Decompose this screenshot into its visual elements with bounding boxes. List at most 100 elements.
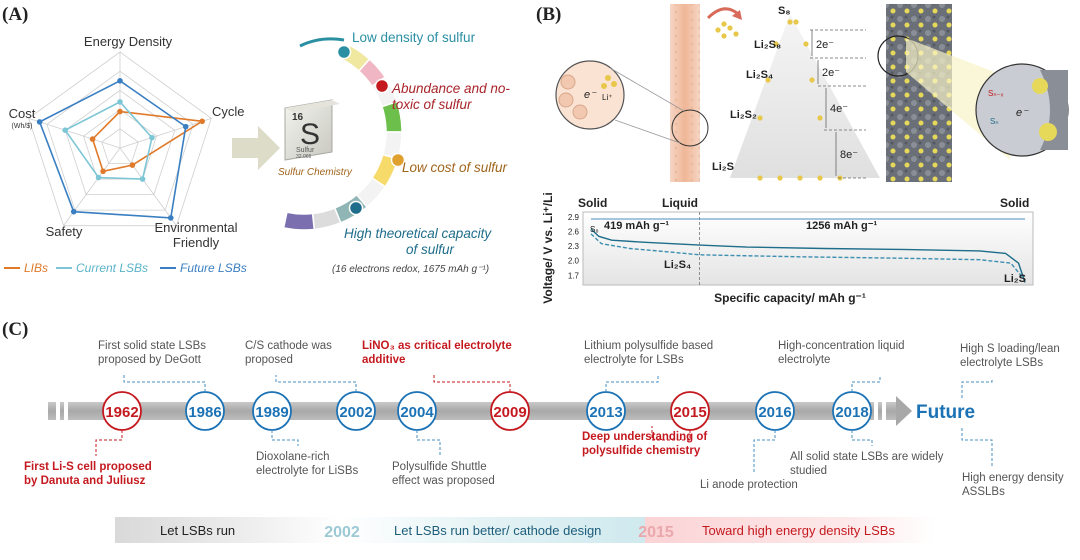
particle xyxy=(605,75,611,81)
particle xyxy=(560,74,576,90)
timeline-event-line: proposed xyxy=(245,354,293,366)
panel-label-b: (B) xyxy=(536,4,561,25)
timeline-year-2018: 2018 xyxy=(835,404,868,421)
voltage-curve-0 xyxy=(590,228,1026,283)
radar-series-2 xyxy=(38,79,187,219)
species-li2s4: Li₂S₄ xyxy=(746,69,773,81)
radar-point xyxy=(117,78,123,84)
timeline-event: Li anode protection xyxy=(700,479,798,491)
cathode-wall-texture xyxy=(670,4,700,182)
particle xyxy=(611,81,617,87)
timeline-year-2013: 2013 xyxy=(589,404,622,421)
species-dots xyxy=(757,19,843,181)
panel-label-c: (C) xyxy=(2,319,28,340)
s8-dot xyxy=(721,21,727,27)
prop-low-density: Low density of sulfur xyxy=(352,30,476,45)
prop-abundance-l2: toxic of sulfur xyxy=(392,97,472,112)
timeline-future: Future xyxy=(916,402,975,423)
sulfur-mass: 32.066 xyxy=(296,154,312,160)
era-1-label: Let LSBs run xyxy=(160,523,235,538)
y-tick-label: 2.9 xyxy=(568,213,580,222)
sulfur-atomic-number: 16 xyxy=(292,112,304,123)
species-dot xyxy=(765,77,771,83)
capacity-419: 419 mAh g⁻¹ xyxy=(604,220,669,232)
era-3-band xyxy=(645,517,935,543)
reaction-cone xyxy=(730,14,880,178)
sulfur-card-top xyxy=(285,100,340,112)
phase-solid-left: Solid xyxy=(578,196,607,210)
phase-liquid: Liquid xyxy=(662,196,698,210)
radar-point xyxy=(70,208,77,215)
event-connector xyxy=(123,375,206,392)
s8-cluster xyxy=(715,21,739,39)
timeline-year-1986: 1986 xyxy=(188,404,221,421)
y-tick-label: 2.3 xyxy=(568,242,580,251)
era-2-label: Let LSBs run better/ cathode design xyxy=(394,523,601,538)
axis-label-safety: Safety xyxy=(46,224,83,239)
event-connector xyxy=(605,375,659,392)
timeline-year-1989: 1989 xyxy=(255,404,288,421)
timeline-event-line: polysulfide chemistry xyxy=(582,445,701,457)
s8-dot xyxy=(721,33,727,39)
timeline-break xyxy=(56,400,60,422)
zoom-line-left-2 xyxy=(614,119,681,144)
timeline-event-line: electrolyte LSBs xyxy=(960,357,1043,369)
radar-point xyxy=(129,162,136,168)
era-band: Let LSBs run 2002 Let LSBs run better/ c… xyxy=(115,517,935,543)
capacity-1256: 1256 mAh g⁻¹ xyxy=(806,220,878,232)
y-tick-label: 2.0 xyxy=(568,257,580,266)
timeline-event-line: Polysulfide Shuttle xyxy=(392,461,487,473)
zoom-line-left-1 xyxy=(609,67,685,112)
axis-label-environmental-l2: Friendly xyxy=(173,235,220,250)
map-pin-icon xyxy=(390,152,406,168)
species-dot xyxy=(793,19,799,25)
phase-solid-right: Solid xyxy=(1000,196,1029,210)
radar-series xyxy=(36,78,205,221)
species-li2s8: Li₂S₈ xyxy=(754,39,781,51)
zoom-right-sn2-label: Sₙ xyxy=(990,117,999,126)
particle-cluster xyxy=(558,74,617,120)
radar-point xyxy=(199,118,205,125)
species-s8: S₈ xyxy=(778,5,791,17)
timeline-event-line: electrolyte for LSBs xyxy=(584,354,684,366)
timeline-event-line: First Li-S cell proposed xyxy=(24,461,152,473)
prop-capacity-note: (16 electrons redox, 1675 mAh g⁻¹) xyxy=(332,264,489,275)
label-s8: S₈ xyxy=(590,225,599,234)
era-2-band xyxy=(340,517,645,543)
species-dot xyxy=(777,175,783,181)
radar-spoke xyxy=(119,147,177,226)
species-dot xyxy=(787,19,793,25)
timeline-event-line: proposed by DeGott xyxy=(98,354,202,366)
particle-electron-label: e⁻ xyxy=(584,89,597,101)
voltage-curve-1 xyxy=(590,233,1026,281)
prop-capacity-l2: of sulfur xyxy=(406,242,455,257)
particle xyxy=(601,83,607,89)
radar-point xyxy=(149,134,155,141)
sulfur-name: Sulfur xyxy=(296,147,315,154)
map-pin-icon xyxy=(374,78,390,94)
axis-label-cycle: Cycle xyxy=(212,104,245,119)
event-connector xyxy=(433,375,511,392)
timeline-event-line: All solid state LSBs are widely xyxy=(790,451,944,463)
particle xyxy=(572,104,588,120)
s8-dot xyxy=(733,31,739,37)
electron-count-3: 4e⁻ xyxy=(830,103,848,115)
species-dot xyxy=(803,41,809,47)
timeline-event-line: C/S cathode was xyxy=(245,340,332,352)
era-1-band xyxy=(115,517,340,543)
event-connector xyxy=(851,375,881,392)
sulfur-caption: Sulfur Chemistry xyxy=(278,167,353,178)
zoom-right-sulfur xyxy=(1032,78,1048,94)
electron-count-4: 8e⁻ xyxy=(840,149,858,161)
timeline-year-2015: 2015 xyxy=(673,404,706,421)
sulfur-card: 16 S Sulfur 32.066 Sulfur Chemistry xyxy=(278,99,353,178)
radar-grid-ring xyxy=(101,128,139,164)
radar-grid-ring xyxy=(28,51,212,227)
timeline-event-line: additive xyxy=(362,354,405,366)
chart-series xyxy=(590,212,1026,285)
